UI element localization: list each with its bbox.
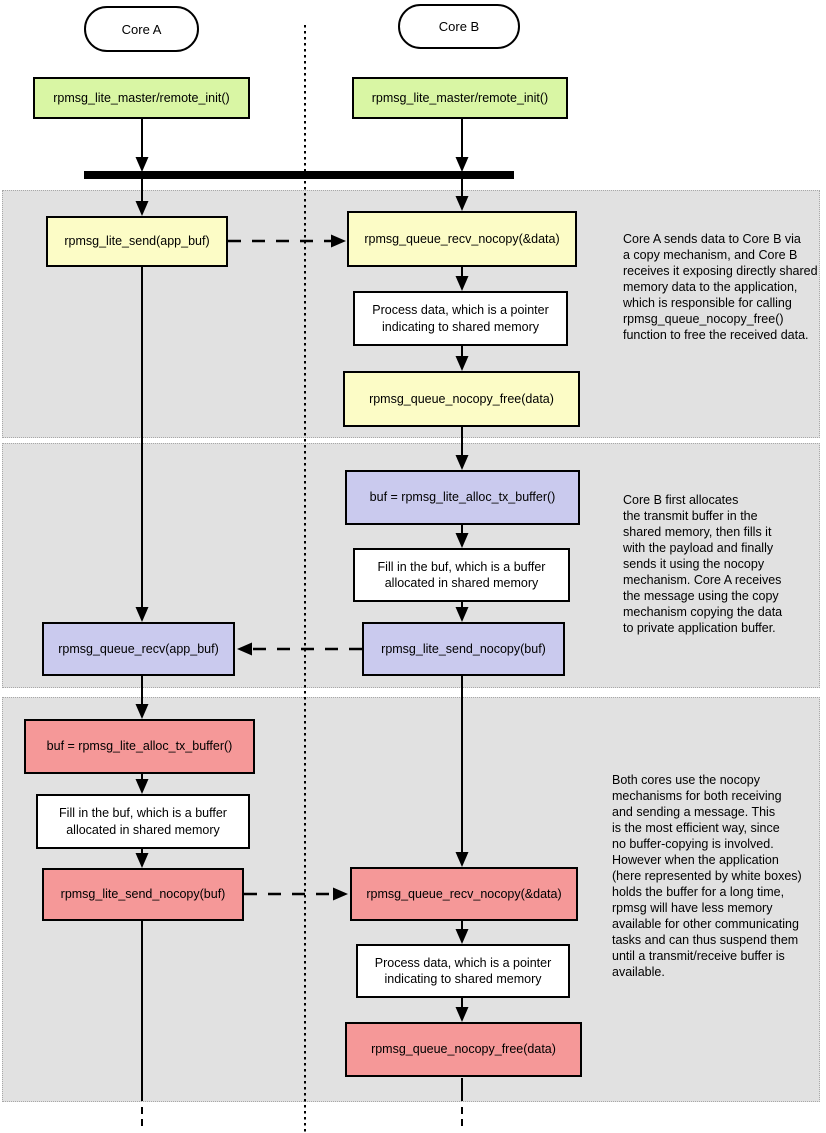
node-queue-recv-nocopy-1: rpmsg_queue_recv_nocopy(&data)	[347, 211, 577, 267]
lifeline-core-a-label: Core A	[121, 21, 162, 37]
node-queue-recv-a: rpmsg_queue_recv(app_buf)	[42, 622, 235, 676]
node-fill-buf-b-label: Fill in the buf, which is a buffer alloc…	[377, 559, 546, 590]
node-alloc-tx-buffer-a: buf = rpmsg_lite_alloc_tx_buffer()	[24, 719, 255, 774]
node-queue-recv-nocopy-2: rpmsg_queue_recv_nocopy(&data)	[350, 867, 578, 921]
node-queue-recv-nocopy-2-label: rpmsg_queue_recv_nocopy(&data)	[366, 886, 562, 901]
node-process-data-1-label: Process data, which is a pointer indicat…	[372, 303, 549, 334]
lifeline-core-b-label: Core B	[438, 19, 480, 34]
lifeline-core-b: Core B	[398, 4, 520, 49]
node-init-core-a-label: rpmsg_lite_master/remote_init()	[53, 90, 230, 105]
node-queue-recv-a-label: rpmsg_queue_recv(app_buf)	[58, 641, 219, 656]
node-queue-nocopy-free-1-label: rpmsg_queue_nocopy_free(data)	[369, 391, 554, 406]
node-fill-buf-b: Fill in the buf, which is a buffer alloc…	[353, 548, 570, 602]
node-alloc-tx-buffer-b: buf = rpmsg_lite_alloc_tx_buffer()	[345, 470, 580, 525]
note-section-3: Both cores use the nocopy mechanisms for…	[612, 773, 802, 979]
node-send-nocopy-b-label: rpmsg_lite_send_nocopy(buf)	[381, 641, 546, 656]
node-queue-recv-nocopy-1-label: rpmsg_queue_recv_nocopy(&data)	[364, 231, 560, 246]
node-process-data-2-label: Process data, which is a pointer indicat…	[374, 955, 552, 986]
node-queue-nocopy-free-1: rpmsg_queue_nocopy_free(data)	[343, 371, 580, 427]
node-send-nocopy-a: rpmsg_lite_send_nocopy(buf)	[42, 868, 244, 921]
node-alloc-tx-buffer-a-label: buf = rpmsg_lite_alloc_tx_buffer()	[46, 739, 233, 754]
node-queue-nocopy-free-2: rpmsg_queue_nocopy_free(data)	[345, 1022, 582, 1077]
node-lite-send-label: rpmsg_lite_send(app_buf)	[64, 234, 210, 249]
node-fill-buf-a-label: Fill in the buf, which is a buffer alloc…	[59, 806, 227, 837]
node-init-core-b: rpmsg_lite_master/remote_init()	[352, 77, 568, 119]
sync-bar	[84, 171, 514, 179]
lifeline-core-a: Core A	[84, 6, 199, 52]
node-queue-nocopy-free-2-label: rpmsg_queue_nocopy_free(data)	[371, 1042, 556, 1057]
node-init-core-b-label: rpmsg_lite_master/remote_init()	[371, 90, 549, 105]
node-process-data-2: Process data, which is a pointer indicat…	[356, 944, 570, 998]
note-section-2: Core B first allocates the transmit buff…	[623, 493, 783, 635]
node-send-nocopy-a-label: rpmsg_lite_send_nocopy(buf)	[60, 887, 226, 902]
node-process-data-1: Process data, which is a pointer indicat…	[353, 291, 568, 346]
note-section-1: Core A sends data to Core B via a copy m…	[623, 232, 818, 342]
node-alloc-tx-buffer-b-label: buf = rpmsg_lite_alloc_tx_buffer()	[369, 490, 556, 505]
node-lite-send: rpmsg_lite_send(app_buf)	[46, 216, 228, 267]
node-send-nocopy-b: rpmsg_lite_send_nocopy(buf)	[362, 622, 565, 676]
node-fill-buf-a: Fill in the buf, which is a buffer alloc…	[36, 794, 250, 849]
node-init-core-a: rpmsg_lite_master/remote_init()	[33, 77, 250, 119]
